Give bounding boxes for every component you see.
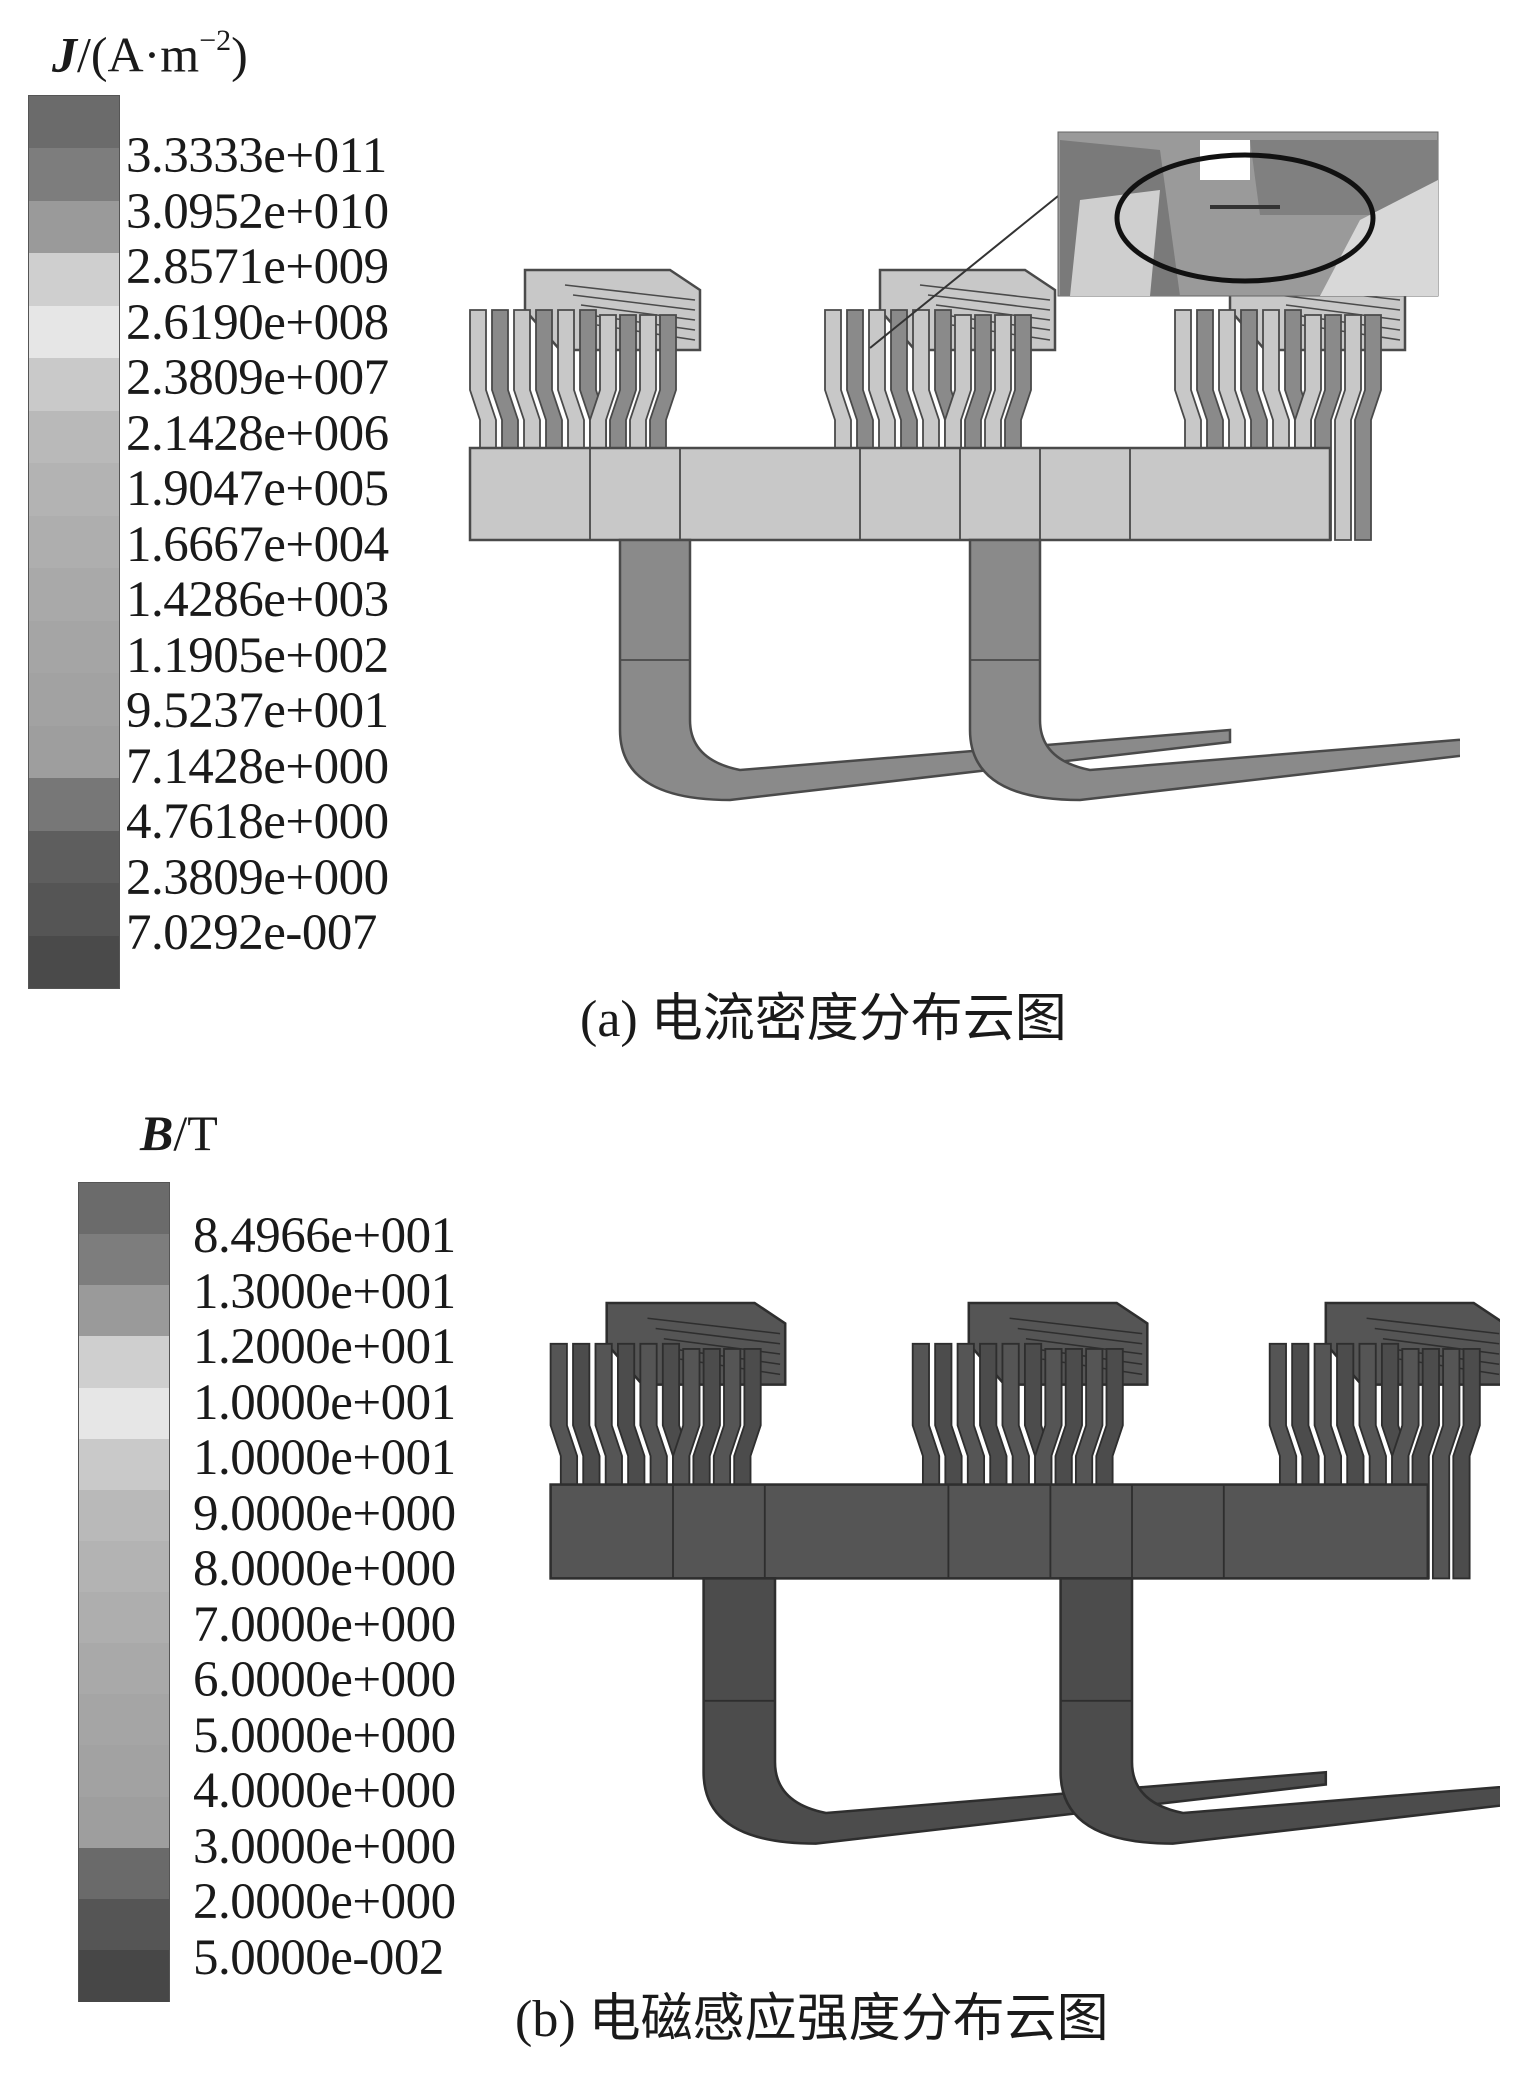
bent-leg [702,1577,1328,1845]
legend-band [79,1898,169,1951]
legend-band [79,1796,169,1849]
legend-band [79,1949,169,2002]
legend-tick-label: 9.0000e+000 [193,1485,456,1542]
legend-tick-label: 1.4286e+003 [126,572,389,628]
busbar-model-a [468,131,1460,802]
legend-band [29,200,119,254]
legend-title-close: ) [231,26,248,83]
legend-title-exponent: −2 [199,24,232,57]
legend-band [29,673,119,727]
legend-tick-label: 5.0000e-002 [193,1929,444,1986]
legend-tick-label: 7.1428e+000 [126,738,389,795]
legend-band [29,725,119,779]
legend-tick-label: 2.8571e+009 [126,239,389,295]
bent-leg [968,538,1460,802]
bent-leg [618,538,1232,802]
legend-tick-label: 7.0292e-007 [126,905,377,961]
legend-tick-label: 4.0000e+000 [193,1763,456,1819]
legend-colorbar [28,95,120,989]
legend-tick-label: 1.3000e+001 [193,1263,456,1320]
legend-band [79,1847,169,1900]
legend-band [29,463,119,517]
legend-band [29,515,119,569]
legend-title-unit: /(A·m [77,26,200,83]
legend-tick-label: 8.4966e+001 [193,1208,456,1264]
legend-tick-label: 1.2000e+001 [193,1319,456,1375]
caption-b: (b) 电磁感应强度分布云图 [515,1991,1109,2048]
legend-title-variable: J [52,26,77,83]
legend-band [29,935,119,989]
legend-title-unit: /T [173,1105,218,1161]
legend-band [79,1387,169,1440]
legend-tick-label: 9.5237e+001 [126,683,389,739]
legend-tick-label: 2.6190e+008 [126,294,389,351]
legend-band [79,1285,169,1337]
zoom-inset [869,131,1439,349]
legend-band [79,1643,169,1695]
legend-tick-label: 2.1428e+006 [126,405,389,462]
legend-band [29,148,119,202]
legend-colorbar [78,1182,170,2002]
legend-band [79,1592,169,1644]
legend-tick-label: 1.0000e+001 [193,1374,456,1431]
horizontal-busbar [468,446,1332,542]
legend-band [29,96,119,149]
legend-tick-label: 3.0000e+000 [193,1818,456,1875]
legend-tick-label: 1.0000e+001 [193,1430,456,1486]
bent-leg [1059,1577,1500,1845]
legend-band [79,1183,169,1235]
legend-band [29,883,119,937]
legend-tick-label: 1.9047e+005 [126,461,389,517]
legend-tick-label: 2.0000e+000 [193,1874,456,1930]
legend-tick-label: 4.7618e+000 [126,794,389,850]
legend-tick-label: 6.0000e+000 [193,1652,456,1708]
legend-band [29,830,119,884]
legend-title-b: B/T [140,1106,218,1160]
legend-band [79,1694,169,1746]
horizontal-busbar [549,1483,1430,1580]
legend-tick-label: 5.0000e+000 [193,1707,456,1764]
legend-band [29,568,119,622]
legend-band [79,1745,169,1797]
legend-tick-label: 1.6667e+004 [126,516,389,573]
caption-a: (a) 电流密度分布云图 [580,991,1067,1048]
legend-band [29,305,119,359]
legend-title-variable: B [140,1105,174,1161]
legend-title-j: J/(A·m−2) [52,18,248,82]
legend-band [29,253,119,307]
legend-band [29,620,119,674]
legend-band [79,1540,169,1593]
legend-band [29,358,119,412]
legend-tick-label: 3.0952e+010 [126,183,389,240]
highlight-ellipse [1114,152,1376,284]
legend-band [29,778,119,832]
busbar-model-b [549,1301,1500,1845]
legend-tick-label: 7.0000e+000 [193,1596,456,1653]
legend-tick-label: 8.0000e+000 [193,1541,456,1597]
legend-tick-label: 3.3333e+011 [126,128,387,184]
legend-band [79,1438,169,1491]
legend-band [29,410,119,464]
legend-band [79,1336,169,1388]
legend-tick-label: 1.1905e+002 [126,627,389,684]
legend-tick-label: 2.3809e+000 [126,849,389,906]
legend-band [79,1234,169,1286]
legend-tick-label: 2.3809e+007 [126,350,389,406]
legend-band [79,1489,169,1542]
